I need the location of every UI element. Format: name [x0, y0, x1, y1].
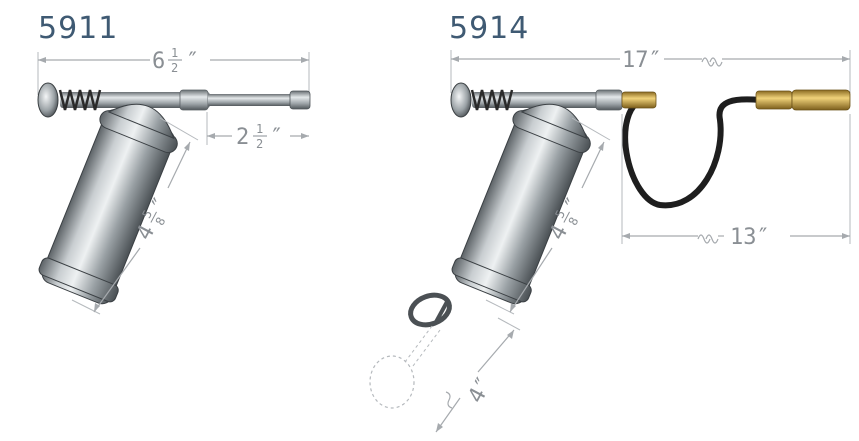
grease-gun-5911	[37, 82, 311, 305]
extension-length-numerator: 1	[256, 122, 263, 136]
ring-travel-5914: 4″	[464, 372, 499, 407]
overall-length-denominator: 2	[171, 61, 178, 75]
barrel-length-whole-5911: 4	[132, 221, 160, 244]
extension-tube-5911	[208, 94, 293, 106]
extension-length-unit: ″	[270, 125, 283, 150]
model-number-5914: 5914	[449, 11, 529, 46]
extension-length-dimension-5911: 2 1 2 ″	[206, 112, 309, 151]
barrel-length-whole-5914: 4	[545, 221, 573, 244]
ring-travel-dimension-5914: 4″	[435, 317, 521, 433]
brass-coupler-rear-5914	[621, 91, 657, 109]
barrel-length-denominator-5914: 8	[566, 215, 582, 228]
brass-nozzle-5914	[791, 89, 851, 111]
hose-5914	[622, 96, 761, 209]
overall-length-dimension-5914: 17″	[450, 48, 851, 93]
handle-knob-5911	[37, 82, 59, 118]
overall-length-dimension-5911: 6 1 2 ″	[37, 46, 310, 95]
overall-length-numerator: 1	[171, 46, 178, 60]
hose-length-dimension-5914: 13″	[621, 114, 851, 250]
extension-length-denominator: 2	[256, 137, 263, 151]
barrel-5911	[38, 103, 178, 305]
barrel-5914	[451, 103, 591, 305]
grease-gun-5914	[369, 82, 851, 409]
hose-length-5914: 13″	[730, 225, 770, 250]
overall-length-unit: ″	[186, 49, 199, 74]
pull-ring-extended-ghost-5914	[369, 355, 415, 409]
collar-5911	[179, 89, 209, 111]
overall-length-whole: 6	[152, 49, 165, 74]
spring-5911	[58, 89, 102, 111]
overall-length-5914: 17″	[622, 48, 662, 73]
model-number-5911: 5911	[38, 11, 118, 46]
handle-knob-5914	[450, 82, 472, 118]
extension-length-whole: 2	[236, 125, 249, 150]
pull-ring-5914	[408, 292, 452, 328]
barrel-length-denominator-5911: 8	[153, 215, 169, 228]
nozzle-5911	[289, 90, 311, 110]
brass-coupler-front-5914	[755, 90, 793, 110]
